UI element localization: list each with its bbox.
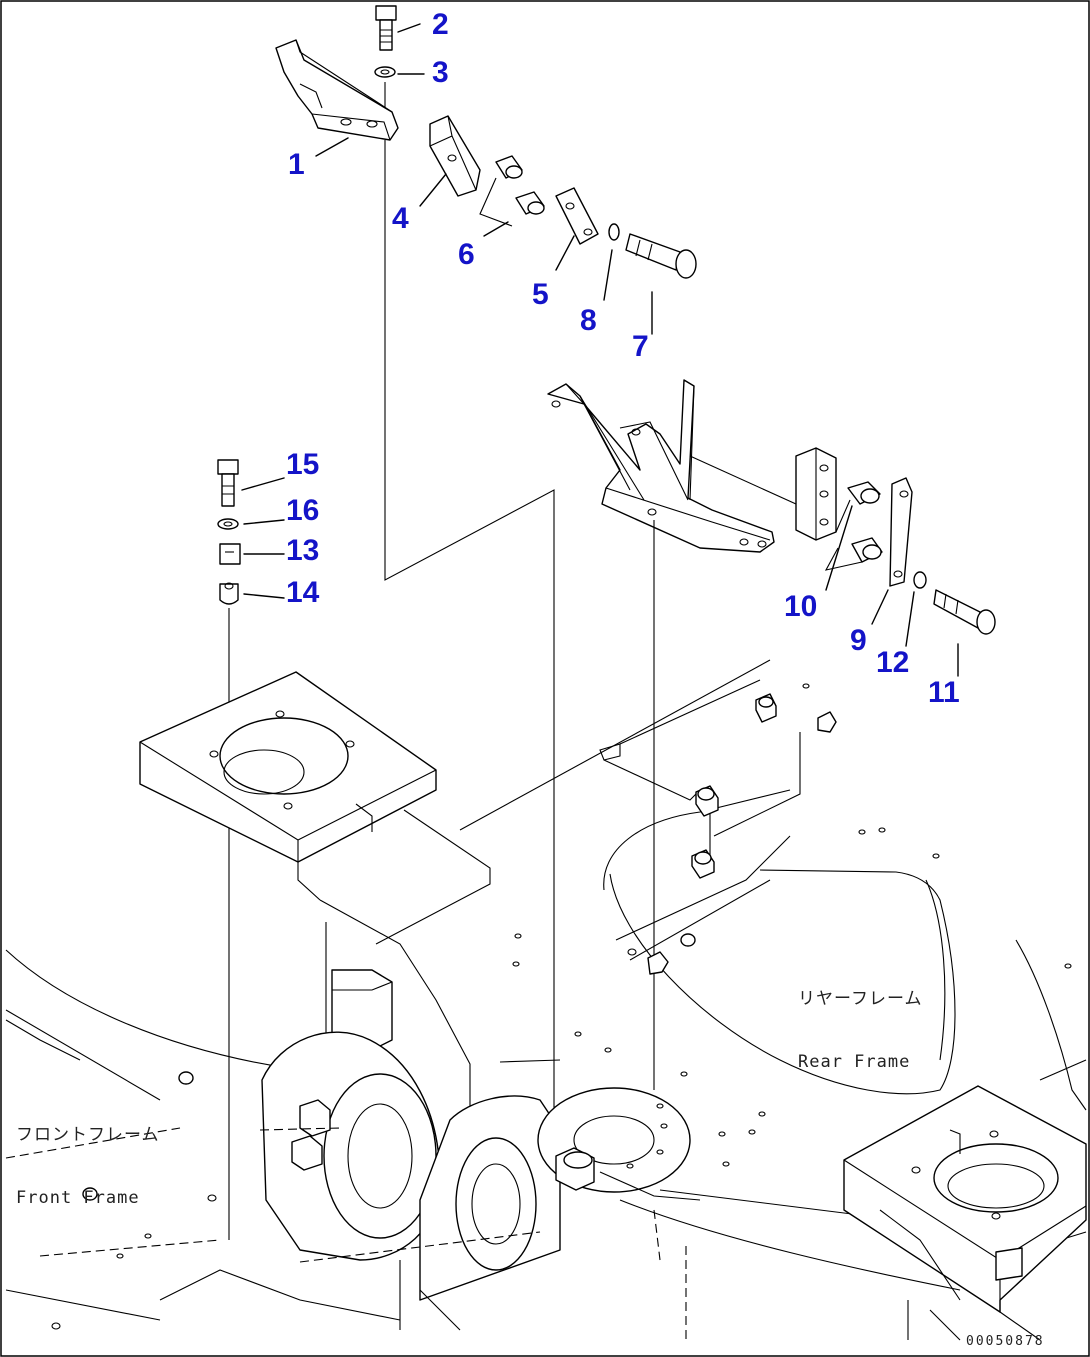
callout-11: 11 [928,676,960,709]
callout-4: 4 [392,202,409,235]
center-hinge [537,1087,701,1201]
callout-13: 13 [286,534,320,567]
callout-8: 8 [580,304,597,337]
callout-3: 3 [432,56,449,89]
left-small-parts [217,459,285,1240]
callout-12: 12 [876,646,910,679]
callout-14: 14 [286,576,320,609]
rear-pin-block [843,1085,1087,1341]
front-frame-label: フロントフレーム Front Frame [16,1082,160,1252]
front-frame-label-jp: フロントフレーム [16,1124,160,1145]
front-frame [5,899,561,1331]
rear-frame-label-en: Rear Frame [798,1052,911,1073]
callout-10: 10 [784,590,818,623]
callout-6: 6 [458,238,475,271]
front-frame-label-en: Front Frame [16,1188,140,1209]
callout-16: 16 [286,494,320,527]
rear-frame [499,679,1087,1291]
upper-bracket-group [275,5,697,335]
rear-dashes [653,1209,687,1340]
callout-1: 1 [288,148,305,181]
callout-5: 5 [532,278,549,311]
callout-9: 9 [850,624,867,657]
rear-frame-label: リヤーフレーム Rear Frame [798,946,922,1116]
drawing-code: 00050878 [966,1334,1045,1349]
callout-7: 7 [632,330,649,363]
lower-bracket-group [547,379,996,677]
callout-15: 15 [286,448,320,481]
rear-frame-label-jp: リヤーフレーム [798,988,923,1009]
upper-pin-block [139,671,491,945]
callout-2: 2 [432,8,449,41]
